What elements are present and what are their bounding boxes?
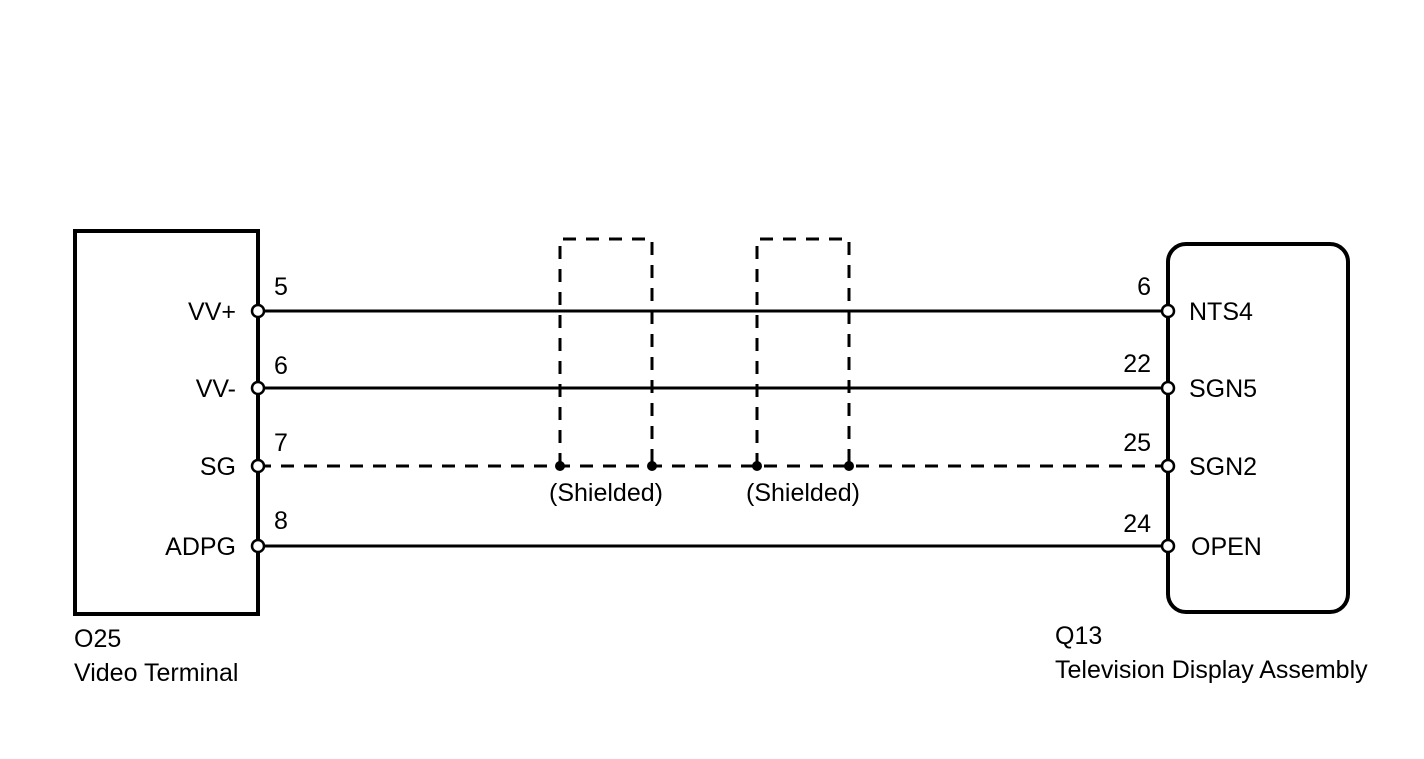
video-terminal-box bbox=[73, 229, 260, 616]
shield-1-right-junction bbox=[647, 461, 657, 471]
right-pin-number: 25 bbox=[1123, 429, 1151, 457]
television-display-assembly-box bbox=[1166, 242, 1350, 614]
left-pin-number: 8 bbox=[274, 507, 288, 535]
left-signal-label: VV- bbox=[196, 375, 236, 403]
right-pin-number: 24 bbox=[1123, 510, 1151, 538]
shield-1-left-junction bbox=[555, 461, 565, 471]
shield-2-right-junction bbox=[844, 461, 854, 471]
right-component-name: Television Display Assembly bbox=[1055, 656, 1368, 684]
shield-2-left-junction bbox=[752, 461, 762, 471]
right-terminal-22 bbox=[1160, 380, 1176, 396]
right-signal-label: SGN2 bbox=[1189, 453, 1257, 481]
right-terminal-24 bbox=[1160, 538, 1176, 554]
left-pin-number: 5 bbox=[274, 273, 288, 301]
left-component-code: O25 bbox=[74, 625, 121, 653]
right-component-code: Q13 bbox=[1055, 622, 1102, 650]
right-signal-label: OPEN bbox=[1191, 533, 1262, 561]
right-pin-number: 22 bbox=[1123, 350, 1151, 378]
shield-1 bbox=[558, 237, 654, 466]
shield-2 bbox=[755, 237, 851, 466]
right-terminal-6 bbox=[1160, 303, 1176, 319]
right-signal-label: SGN5 bbox=[1189, 375, 1257, 403]
right-terminal-25 bbox=[1160, 458, 1176, 474]
right-pin-number: 6 bbox=[1137, 273, 1151, 301]
right-signal-label: NTS4 bbox=[1189, 298, 1253, 326]
shield-label: (Shielded) bbox=[746, 479, 860, 507]
left-pin-number: 7 bbox=[274, 429, 288, 457]
left-terminal-6 bbox=[250, 380, 266, 396]
left-terminal-7 bbox=[250, 458, 266, 474]
left-pin-number: 6 bbox=[274, 352, 288, 380]
left-component-name: Video Terminal bbox=[74, 659, 238, 687]
left-signal-label: VV+ bbox=[188, 298, 236, 326]
left-terminal-5 bbox=[250, 303, 266, 319]
left-signal-label: SG bbox=[200, 453, 236, 481]
left-signal-label: ADPG bbox=[165, 533, 236, 561]
left-terminal-8 bbox=[250, 538, 266, 554]
shield-label: (Shielded) bbox=[549, 479, 663, 507]
